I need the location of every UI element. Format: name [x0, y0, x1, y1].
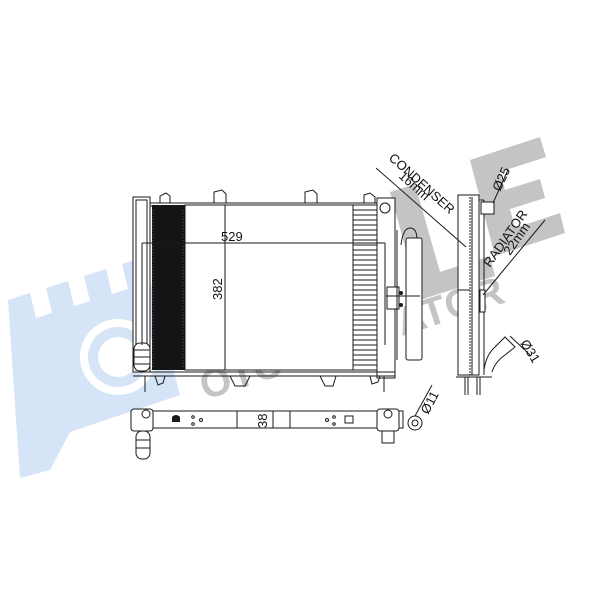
width-dimension: 529	[221, 229, 243, 244]
tank-height-dimension: 38	[255, 414, 270, 428]
outlet-diameter-label: Ø31	[517, 337, 543, 366]
bottom-tank-view: 38 Ø11	[130, 384, 442, 460]
height-dimension: 382	[210, 278, 225, 300]
drain-diameter-label: Ø11	[417, 389, 441, 417]
radiator-front-view	[132, 189, 423, 392]
dimension-lines: 529 382	[141, 205, 386, 370]
